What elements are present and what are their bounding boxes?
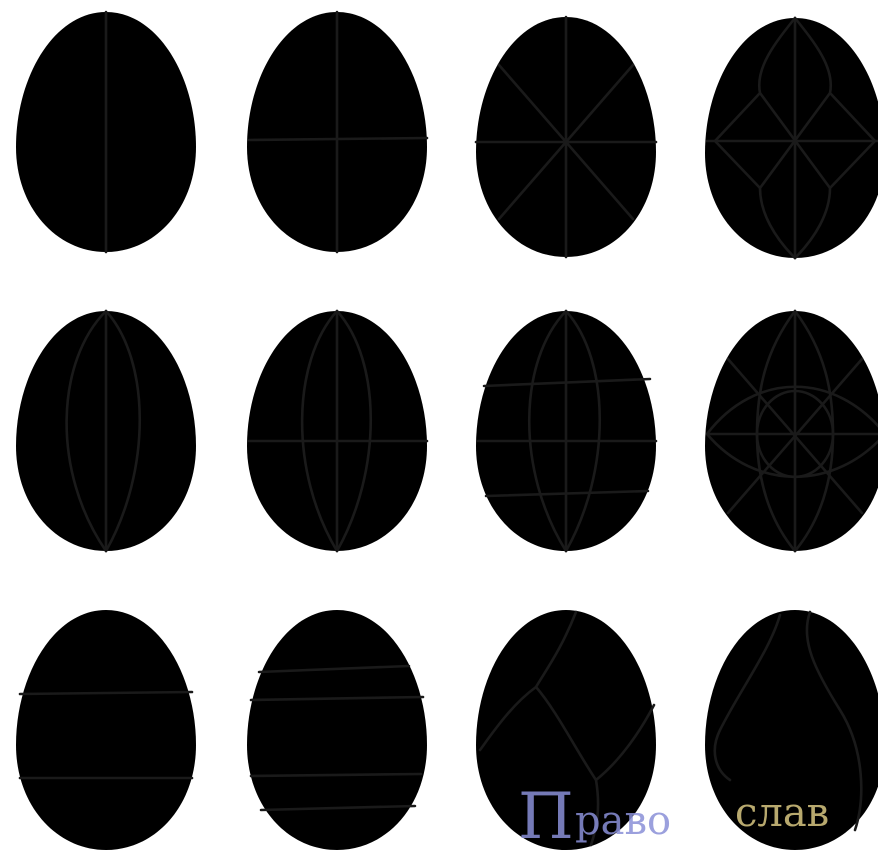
watermark-middle: раво [575,798,671,844]
egg-pattern-vertical-split [16,12,196,252]
watermark-first-letter: П [518,780,574,853]
egg-pattern-lens-vertical [16,311,196,551]
egg-pattern-cross [247,12,427,252]
watermark-tail: слав [735,790,829,836]
egg-pattern-lens-grid [476,311,656,551]
egg-pattern-star-diamond [705,18,878,258]
egg-pattern-rosette [705,311,878,551]
egg-pattern-four-bands [247,610,427,850]
egg-pattern-eight-rays [476,17,656,257]
egg-pattern-two-bands [16,610,196,850]
egg-pattern-lens-cross [247,311,427,551]
